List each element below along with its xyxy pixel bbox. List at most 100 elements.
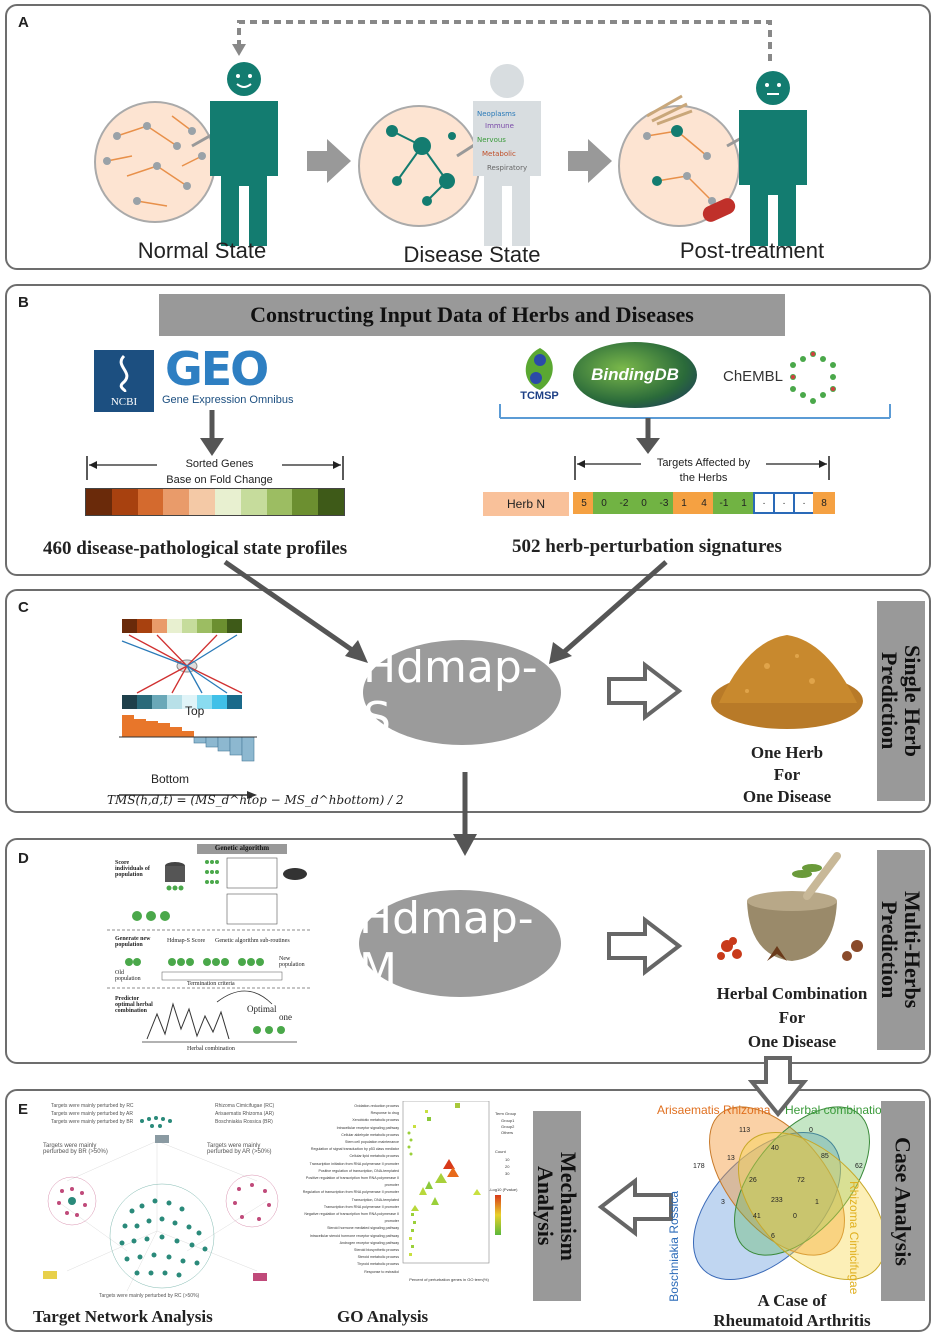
network-note-rc: Targets were mainly perturbed by RC (>50… [99,1293,200,1299]
go-legend-term-group: Term Group [495,1111,517,1116]
db-bracket [499,404,891,419]
d-to-e-arrow [748,1056,808,1118]
venn-value-br: 178 [693,1163,705,1170]
go-legend-pvalue: -Log10 (Pvalue) [489,1187,518,1192]
post-treatment-label: Post-treatment [679,238,825,263]
go-legend-count-10: 10 [505,1157,510,1162]
targets-label-1: Targets Affected by [641,457,766,469]
targets-label-2: the Herbs [679,472,728,484]
gene-color-bar [85,488,345,516]
side-label-line1: Mechanism [556,1151,582,1261]
venn-value-ar-br-hc: 26 [749,1177,757,1184]
venn-value-all: 233 [771,1197,783,1204]
top-label: Top [185,704,205,718]
panel-e-label: E [18,1101,29,1118]
herb-signature-row: 5 0 -2 0 -3 1 4 -1 1 · · · 8 [573,492,835,516]
go-term: Cellular aldehyde metabolic process [341,1132,399,1137]
go-legend-others: Others [501,1130,514,1135]
db-down-arrow [636,418,660,454]
normal-state-label: Normal State [137,238,267,263]
input-arrows [223,560,668,664]
go-term-list: Oxidation-reduction process Response to … [299,1103,399,1276]
herb-value-cell: 0 [633,492,655,514]
ga-note-hdmap-score: Hdmap-S Score [167,938,206,944]
network-legend-rc: Targets were mainly perturbed by RC [51,1103,134,1109]
panel-e: E Targets were mainly perturbed by RC Ta… [5,1089,931,1332]
herb-value-cell: · [773,492,795,514]
network-legend-br-herb: Boschniakia Rossica (BR) [215,1119,273,1125]
venn-value-ar: 113 [739,1127,751,1134]
go-color-scale [495,1195,501,1235]
go-term: Intracellular receptor signaling pathway [336,1125,399,1130]
go-term: Positive regulation of transcription fro… [305,1176,399,1188]
herb-n-box: Herb N [483,492,569,516]
go-chart: Oxidation-reduction process Response to … [299,1101,521,1301]
venn-value-hc: 0 [809,1127,813,1134]
panel-a: A [5,4,931,270]
herb-value-cell: 1 [673,492,695,514]
go-legend-count: Count [495,1149,506,1154]
go-term: Positive regulation of transcription, DN… [318,1168,400,1173]
go-legend-group2: Group2 [501,1124,515,1129]
case-to-mechanism-arrow [597,1177,673,1237]
network-legend-ar-herb: Arisaematis Rhizoma (AR) [215,1111,274,1117]
tms-formula: TMS(h,d,t) = (MS_d^htop − MS_d^hbottom) … [107,793,404,807]
ga-note-new-population: New population [279,956,305,968]
go-term: Androgen receptor signaling pathway [339,1240,399,1245]
herb-signatures-label: 502 herb-perturbation signatures [512,536,782,557]
chembl-text: ChEMBL [723,368,784,385]
venn-diagram [693,1106,886,1280]
go-legend-group1: Group1 [501,1118,515,1123]
go-term: Intracellular steroid hormone receptor s… [309,1233,399,1238]
herb-value-cell: -2 [613,492,635,514]
go-bubble-plot [402,1101,490,1264]
network-legend-br: Targets were mainly perturbed by BR [51,1119,134,1125]
c-to-d-arrow [453,772,477,856]
geo-subtitle: Gene Expression Omnibus [162,394,294,406]
side-label-line2: Prediction [877,652,902,750]
panel-b: B Constructing Input Data of Herbs and D… [5,284,931,576]
geo-logo: GEO [165,342,269,396]
svg-text:Respiratory: Respiratory [487,164,527,172]
bindingdb-text: BindingDB [591,365,679,384]
go-term: Regulation of transcription from RNA pol… [302,1190,399,1195]
hdmap-m-node: Hdmap-M [359,890,561,997]
herb-value-cell: 0 [593,492,615,514]
side-label-line2: Prediction [877,901,902,999]
go-analysis-title: GO Analysis [337,1307,429,1326]
go-term: Oxidation-reduction process [354,1104,399,1108]
go-term: Xenobiotic metabolic process [352,1118,399,1123]
venn-label-hc: Herbal combination [785,1103,889,1117]
hdmap-s-node: Hdmap-S [363,640,561,745]
target-network-title: Target Network Analysis [33,1307,213,1326]
venn-value-rc: 62 [855,1163,863,1170]
go-legend-count-30: 30 [505,1171,510,1176]
go-term: Regulation of signal transduction by p53… [310,1147,399,1152]
go-term: Negative regulation of transcription fro… [304,1212,399,1224]
herbal-combination-line2: For [778,1008,806,1027]
disease-state-label: Disease State [403,242,541,267]
ga-step3: Predictor optimal herbal combination [115,996,153,1014]
case-analysis-label: Case Analysis [881,1101,925,1301]
herb-powder-image [707,621,867,731]
svg-text:Metabolic: Metabolic [482,150,516,158]
panel-c-label: C [18,599,29,616]
go-term: Steroid hormone mediated signaling pathw… [327,1226,399,1231]
hdmap-s-output-arrow [607,661,683,721]
ga-note-subroutines: Genetic algorithm sub-routines [215,938,290,944]
panel-c: C Top Bo [5,589,931,813]
case-title-line2: Rheumatoid Arthritis [713,1311,871,1330]
herb-value-cell: · [793,492,815,514]
herb-value-cell: · [753,492,775,514]
bindingdb-logo: BindingDB [573,342,697,408]
go-term: Steroid biosynthetic process [354,1248,399,1253]
network-legend-ar: Targets were mainly perturbed by AR [51,1111,133,1117]
venn-value-ar-br-rc: 1 [815,1199,819,1206]
ncbi-text: NCBI [110,396,138,408]
side-label-line1: Multi-Herbs [900,891,926,1009]
go-term: Thyroid metabolic process [357,1262,399,1267]
herb-value-cell: -3 [653,492,675,514]
